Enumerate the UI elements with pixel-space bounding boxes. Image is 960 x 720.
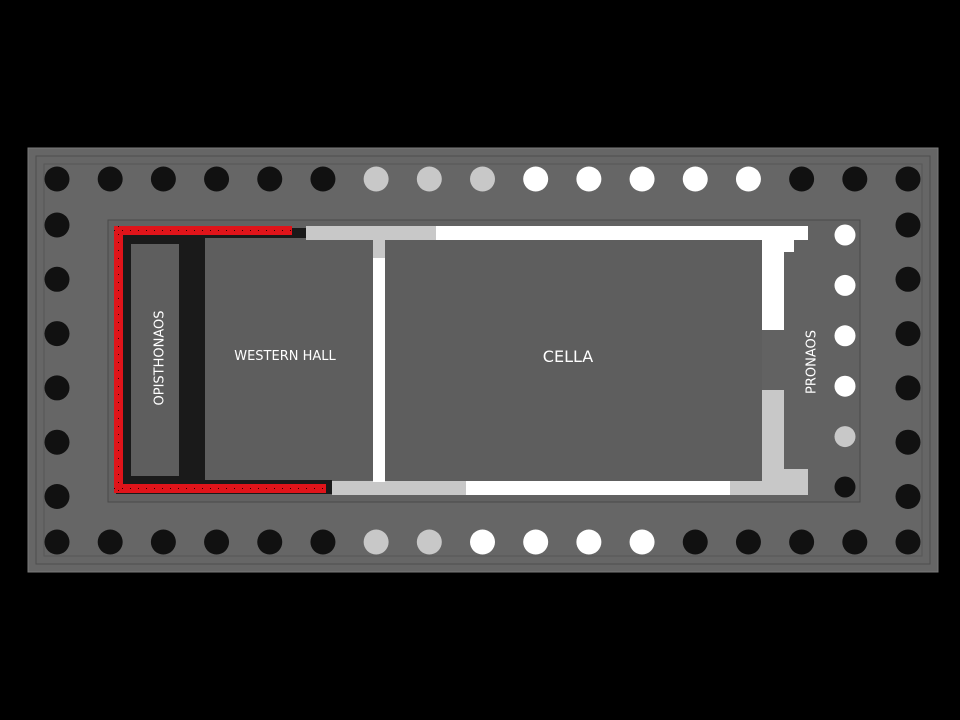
column-right-6 [895,484,921,509]
column-top-10 [523,166,549,192]
column-top-9 [470,166,495,192]
column-top-11 [576,166,602,192]
column-right-3 [895,321,921,347]
column-left-1 [44,212,70,238]
north-wall-white [436,226,808,240]
column-right-2 [895,266,921,292]
anta-south [762,390,784,481]
column-top-7 [363,166,389,192]
column-pronaos-5 [834,426,856,448]
column-pronaos-2 [834,274,856,296]
column-right-1 [895,212,921,238]
column-bottom-5 [257,529,283,555]
column-left-5 [44,429,70,455]
column-top-16 [842,166,868,192]
column-bottom-13 [682,529,708,555]
column-bottom-10 [523,529,549,555]
column-top-2 [97,166,123,192]
column-right-5 [895,429,921,455]
column-right-4 [895,375,921,401]
column-pronaos-6 [834,476,856,498]
cella-room [385,240,762,481]
column-top-8 [416,166,442,192]
column-top-4 [204,166,230,192]
column-pronaos-4 [834,375,856,397]
column-bottom-16 [842,529,868,555]
partition-wall-grey-top [373,238,385,258]
column-top-17 [895,166,921,192]
stylobate-step-line [35,155,931,565]
anta-north-return [784,240,794,252]
western-hall-label: WESTERN HALL [234,349,336,364]
column-top-15 [789,166,815,192]
anta-north [762,240,784,330]
column-bottom-15 [789,529,815,555]
western-hall-room [205,238,373,480]
column-top-13 [682,166,708,192]
south-wall-grey-west [332,481,466,495]
column-bottom-7 [363,529,389,555]
column-left-3 [44,321,70,347]
column-pronaos-3 [834,325,856,347]
column-bottom-3 [150,529,176,555]
column-left-2 [44,266,70,292]
column-bottom-6 [310,529,336,555]
column-left-4 [44,375,70,401]
south-wall-white [466,481,730,495]
column-bottom-17 [895,529,921,555]
column-bottom-1 [44,529,70,555]
opisthonaos-label: OPISTHONAOS [153,311,168,406]
partition-wall [373,258,385,482]
north-wall-grey [306,226,436,240]
column-pronaos-1 [834,224,856,246]
opisthonaos-room [131,244,179,476]
column-bottom-2 [97,529,123,555]
cella-label: CELLA [543,347,593,366]
column-top-6 [310,166,336,192]
column-bottom-14 [735,529,761,555]
south-wall-grey-east [730,481,808,495]
peristyle-columns [44,166,921,555]
red-highlight-outline [114,226,326,493]
column-bottom-8 [416,529,442,555]
column-top-14 [735,166,761,192]
column-top-12 [629,166,655,192]
column-top-1 [44,166,70,192]
column-top-5 [257,166,283,192]
column-bottom-4 [204,529,230,555]
column-left-6 [44,484,70,509]
anta-south-return [784,469,808,481]
column-top-3 [150,166,176,192]
pronaos-label: PRONAOS [805,330,820,394]
stylobate-inner-line [43,163,923,557]
column-bottom-11 [576,529,602,555]
column-bottom-12 [629,529,655,555]
column-bottom-9 [470,529,495,555]
